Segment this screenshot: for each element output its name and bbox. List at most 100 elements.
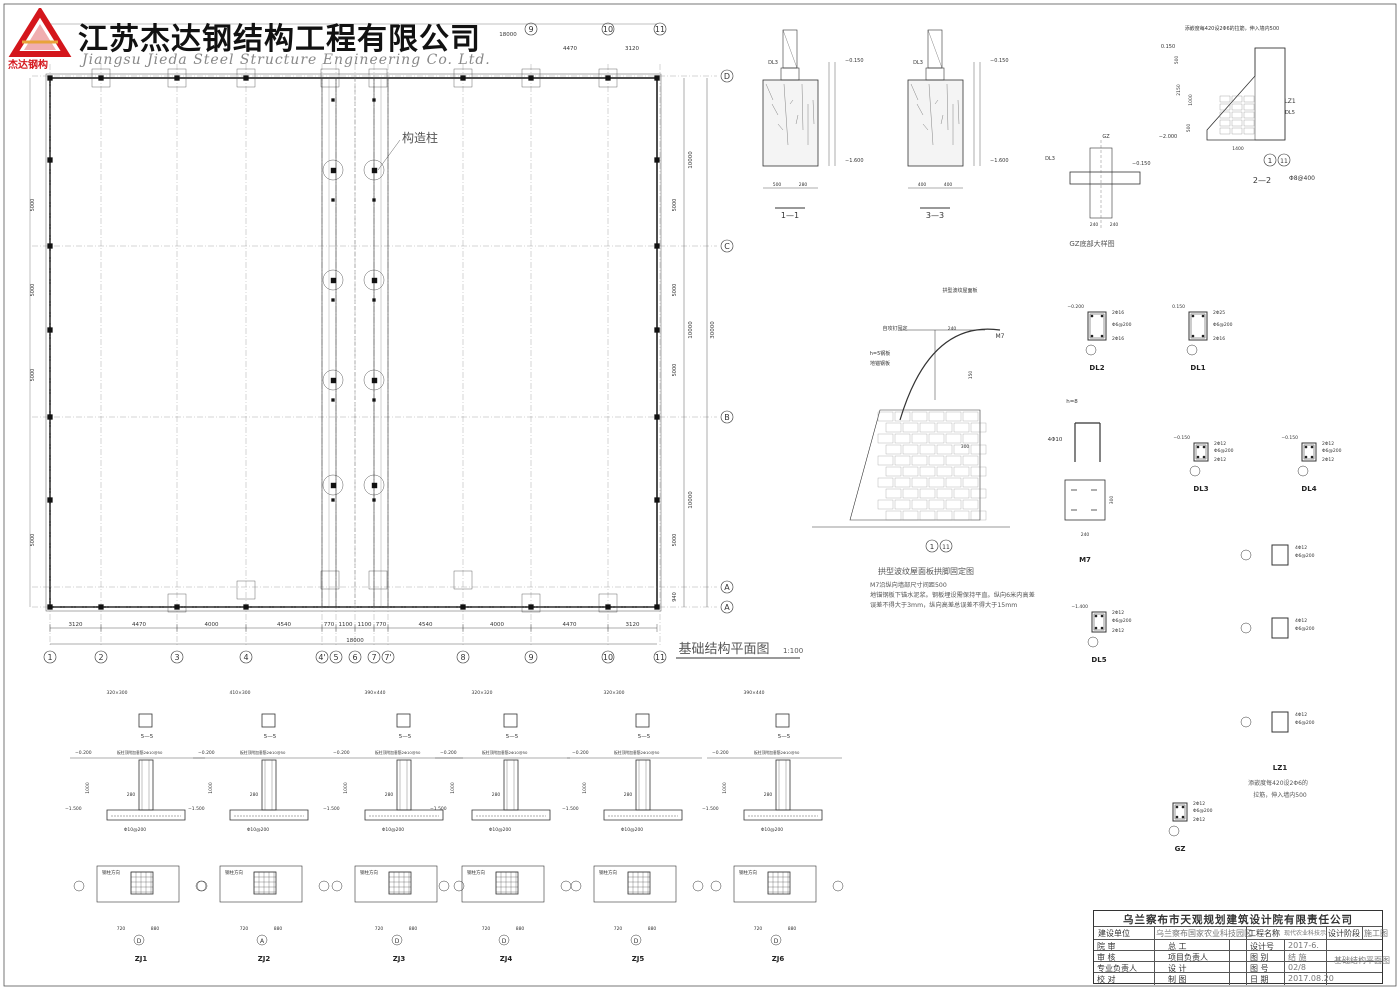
brick [911, 455, 928, 466]
footing-label: ZJ4 [500, 955, 513, 963]
plan-scale: 1:100 [783, 647, 803, 655]
drawing-label: 地锚钢板 [870, 360, 890, 367]
column-lz1: 4Φ12Φ6@2004Φ12Φ6@2004Φ12Φ6@200LZ1添嵌度每420… [1240, 544, 1315, 799]
drawing-label: 1400 [1232, 146, 1244, 152]
drawing-label: h=8 [1066, 399, 1078, 405]
drawing-rect [1091, 611, 1107, 633]
drawing-rect [627, 871, 651, 895]
footing-outline [320, 68, 340, 88]
footing-outline [167, 593, 187, 613]
drawing-label: 拉筋，伸入墙内500 [1253, 791, 1307, 799]
detail-title: 拱型波纹屋面板拱脚固定图 [878, 566, 974, 576]
sheet-frame [3, 3, 1397, 987]
drawing-label: Φ10@200 [761, 827, 783, 833]
brand-name-en: Jiangsu Jieda Steel Structure Engineerin… [82, 52, 491, 68]
drawing-label: 320×300 [107, 690, 128, 696]
brick [919, 444, 936, 455]
dimension: 1100 [339, 622, 353, 628]
drawing-rect [1089, 313, 1105, 339]
brick [928, 477, 945, 488]
axis-label: 9 [528, 25, 533, 34]
drawing-label: 0.150 [1172, 304, 1185, 310]
drawing-rect [1271, 617, 1289, 639]
drawing-label: 390×440 [744, 690, 765, 696]
column-marker [47, 75, 53, 81]
beam-label: DL2 [1089, 364, 1104, 372]
drawing-label: GZ [1102, 134, 1110, 140]
column-marker [372, 498, 376, 502]
drawing-rect [261, 759, 277, 811]
drawing-label: 4Φ10 [1048, 437, 1063, 443]
column-marker [331, 398, 335, 402]
drawing-label: 720 [482, 926, 491, 932]
dimension: 5000 [672, 534, 678, 547]
column-marker [47, 604, 53, 610]
drawing-label: Φ6@200 [1193, 808, 1213, 814]
drawing-label: 2Φ12 [1112, 628, 1124, 634]
axis-bubble [318, 880, 330, 892]
drawing-label: −0.150 [1281, 435, 1298, 441]
rebar-dot [1304, 455, 1308, 459]
drawing-label: 410×300 [230, 690, 251, 696]
column-marker [331, 498, 335, 502]
axis-bubble [720, 239, 734, 253]
drawing-line [777, 123, 784, 131]
brick [962, 499, 979, 510]
drawing-label: 2Φ16 [1112, 336, 1124, 342]
drawing-rect [354, 865, 438, 903]
axis-label: 6 [352, 653, 357, 662]
dimension: 5000 [672, 364, 678, 377]
drawing-label: −0.150 [990, 58, 1009, 64]
axis-bubble [498, 934, 510, 946]
plan-title: 基础结构平面图 [678, 642, 769, 657]
drawing-label: 320×320 [472, 690, 493, 696]
drawing-label: 1 [1268, 157, 1272, 165]
brick [911, 477, 928, 488]
brick [970, 488, 987, 499]
axis-bubble [560, 880, 572, 892]
drawing-label: −0.200 [198, 750, 215, 756]
axis-bubble [43, 650, 57, 664]
drawing-label: 板柱顶附加垂筋2Φ10@50 [754, 750, 800, 755]
drawing-label: Φ10@200 [382, 827, 404, 833]
drawing-label: −1.600 [845, 158, 864, 164]
axis-bubble [363, 269, 385, 291]
brick [928, 433, 945, 444]
dimension: 770 [324, 622, 335, 628]
brick [919, 466, 936, 477]
column-marker [331, 298, 335, 302]
drawing-label: 4Φ12 [1295, 618, 1307, 624]
axis-bubble [601, 650, 615, 664]
brick [953, 466, 970, 477]
drawing-label: −0.200 [712, 750, 729, 756]
axis-bubble [720, 600, 734, 614]
brick [1231, 119, 1243, 127]
axis-bubble [570, 880, 582, 892]
dimension: 5000 [30, 284, 36, 297]
title-block-cell: 专业负责人 [1097, 964, 1137, 973]
brick [894, 455, 911, 466]
column-marker [371, 377, 378, 384]
drawing-label: 3120 [625, 46, 639, 52]
brick [894, 433, 911, 444]
brick [885, 466, 902, 477]
axis-bubble [94, 650, 108, 664]
axis-label: 11 [655, 653, 665, 662]
column-marker [331, 98, 335, 102]
drawing-line [928, 83, 934, 146]
drawing-label: DL3 [913, 60, 923, 66]
plate-shape [1074, 422, 1101, 462]
drawing-label: 880 [151, 926, 160, 932]
brick [902, 488, 919, 499]
sheet-border [3, 3, 1397, 987]
drawing-label: 钢柱方向 [599, 869, 617, 876]
brick [885, 510, 902, 521]
axis-bubble [195, 880, 207, 892]
column-marker [174, 75, 180, 81]
footing-slab [471, 809, 551, 821]
column-marker [371, 277, 378, 284]
drawing-rect [1069, 171, 1141, 185]
drawing-label: −0.200 [1067, 304, 1084, 310]
